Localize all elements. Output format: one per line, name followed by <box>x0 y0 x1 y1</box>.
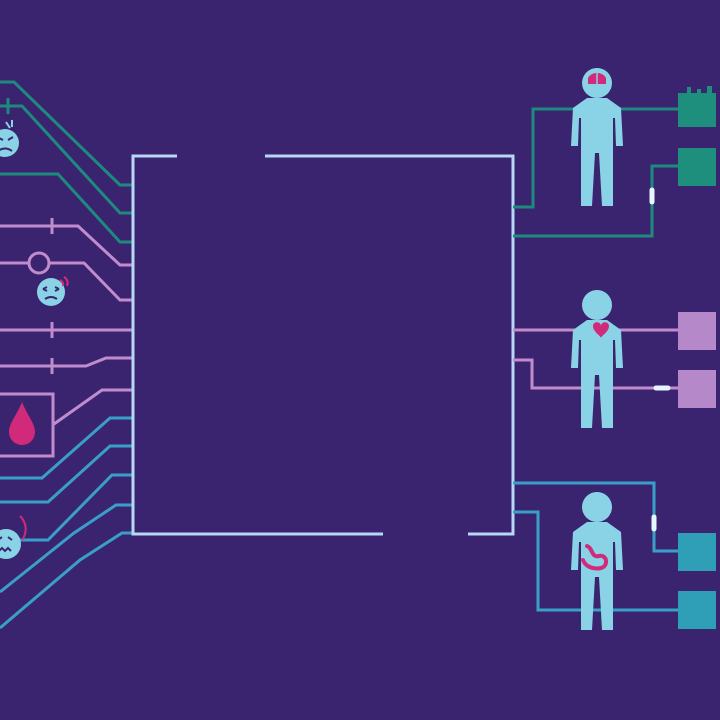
teal-input-line-1 <box>0 80 133 187</box>
lavender-input-line-5 <box>53 388 133 426</box>
central-frame <box>131 154 515 536</box>
lavender-input-line-1 <box>0 224 133 267</box>
blood-drop-icon <box>9 402 35 445</box>
teal-input-line-3 <box>0 172 133 244</box>
blue-input-line-3 <box>0 473 133 542</box>
blue-input-line-4 <box>0 503 133 594</box>
lavender-input-line-4 <box>0 356 133 368</box>
lavender-input-line-2b <box>50 261 133 302</box>
teal-input-line-2 <box>0 104 133 215</box>
blue-input-line-5 <box>0 531 133 630</box>
lavender-output-box-1 <box>678 312 716 350</box>
lavender-output-box-2 <box>678 370 716 408</box>
teal-output-box-2 <box>678 148 716 186</box>
human-figure-stomach <box>571 492 623 630</box>
blue-input-line-1 <box>0 416 133 480</box>
angry-face-icon <box>0 120 19 157</box>
blue-input-line-2 <box>0 444 133 504</box>
blood-sample-box <box>0 392 55 458</box>
lavender-node-circle <box>27 251 51 275</box>
blue-input-lines <box>0 416 133 630</box>
human-figure-brain <box>571 68 623 206</box>
dizzy-face-icon <box>37 276 69 306</box>
teal-output-box-1 <box>678 93 716 127</box>
blue-output-box-2 <box>678 591 716 629</box>
heart-icon <box>593 322 609 338</box>
frame-top-right <box>265 154 515 536</box>
frame-top-left <box>131 154 383 536</box>
human-figure-heart <box>571 290 623 428</box>
teal-output-box-1-bits <box>687 86 712 93</box>
sick-face-icon <box>0 515 27 559</box>
blue-output-box-1 <box>678 533 716 571</box>
teal-input-lines <box>0 80 133 244</box>
lavender-input-lines <box>0 224 133 426</box>
stomach-icon <box>581 544 608 571</box>
